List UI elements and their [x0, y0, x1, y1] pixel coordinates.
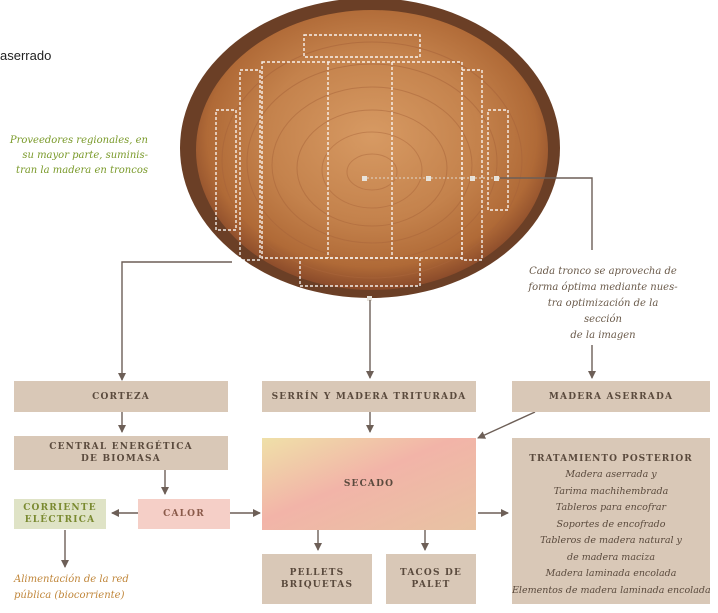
tratamiento-title: TRATAMIENTO POSTERIOR: [529, 454, 693, 464]
tratamiento-item: Elementos de madera laminada encolada: [512, 584, 710, 596]
pellets-label: PELLETS: [289, 568, 345, 578]
suppliers-note-line: su mayor parte, suminis-: [22, 150, 148, 161]
tacos-box: TACOS DE PALET: [386, 554, 476, 604]
tratamiento-item: Tableros de madera natural y: [540, 535, 682, 546]
tacos-label: PALET: [411, 580, 451, 590]
grid-feed-note-line: pública (biocorriente): [14, 590, 125, 601]
corriente-electrica-label: CORRIENTE: [23, 503, 97, 513]
header-fragment: aserrado: [0, 48, 52, 63]
grid-feed-note: Alimentación de la red pública (biocorri…: [14, 572, 164, 604]
corriente-electrica-label: ELÉCTRICA: [24, 515, 96, 525]
tratamiento-item: Madera aserrada y: [565, 469, 657, 480]
central-energetica-box: CENTRAL ENERGÉTICA DE BIOMASA: [14, 436, 228, 470]
calor-box: CALOR: [138, 499, 230, 529]
optimization-note-line: forma óptima mediante nues-: [528, 282, 678, 293]
suppliers-note: Proveedores regionales, en su mayor part…: [4, 133, 148, 178]
serrin-label: SERRÍN Y MADERA TRITURADA: [271, 391, 467, 402]
madera-aserrada-label: MADERA ASERRADA: [548, 391, 674, 402]
central-energetica-label: CENTRAL ENERGÉTICA: [49, 442, 193, 452]
central-energetica-label: DE BIOMASA: [81, 454, 161, 464]
pellets-box: PELLETS BRIQUETAS: [262, 554, 372, 604]
secado-box: SECADO: [262, 438, 476, 530]
tratamiento-item: Tableros para encofrar: [555, 502, 667, 513]
optimization-note-line: tra optimización de la sección: [547, 298, 659, 325]
optimization-note-line: de la imagen: [570, 330, 636, 341]
corriente-electrica-box: CORRIENTE ELÉCTRICA: [14, 499, 106, 529]
corteza-box: CORTEZA: [14, 381, 228, 412]
tacos-label: TACOS DE: [399, 568, 463, 578]
pellets-label: BRIQUETAS: [280, 580, 354, 590]
tratamiento-item: de madera maciza: [566, 551, 656, 563]
madera-aserrada-box: MADERA ASERRADA: [512, 381, 710, 412]
tratamiento-item: Soportes de encofrado: [556, 518, 666, 530]
tratamiento-item: Tarima machihembrada: [553, 485, 669, 497]
secado-label: SECADO: [343, 479, 395, 489]
suppliers-note-line: Proveedores regionales, en: [9, 135, 148, 146]
grid-feed-note-line: Alimentación de la red: [14, 574, 129, 585]
suppliers-note-line: tran la madera en troncos: [16, 165, 148, 176]
cutting-pattern: [215, 34, 509, 287]
tratamiento-item: Madera laminada encolada: [545, 568, 677, 579]
secado-background: [262, 438, 476, 530]
calor-label: CALOR: [163, 509, 205, 519]
optimization-note: Cada tronco se aprovecha de forma óptima…: [528, 264, 678, 344]
optimization-note-line: Cada tronco se aprovecha de: [529, 266, 677, 277]
corteza-label: CORTEZA: [92, 391, 150, 402]
tratamiento-box: TRATAMIENTO POSTERIOR Madera aserrada y T…: [512, 438, 710, 604]
serrin-box: SERRÍN Y MADERA TRITURADA: [262, 381, 476, 412]
log-cross-section: [180, 0, 560, 298]
